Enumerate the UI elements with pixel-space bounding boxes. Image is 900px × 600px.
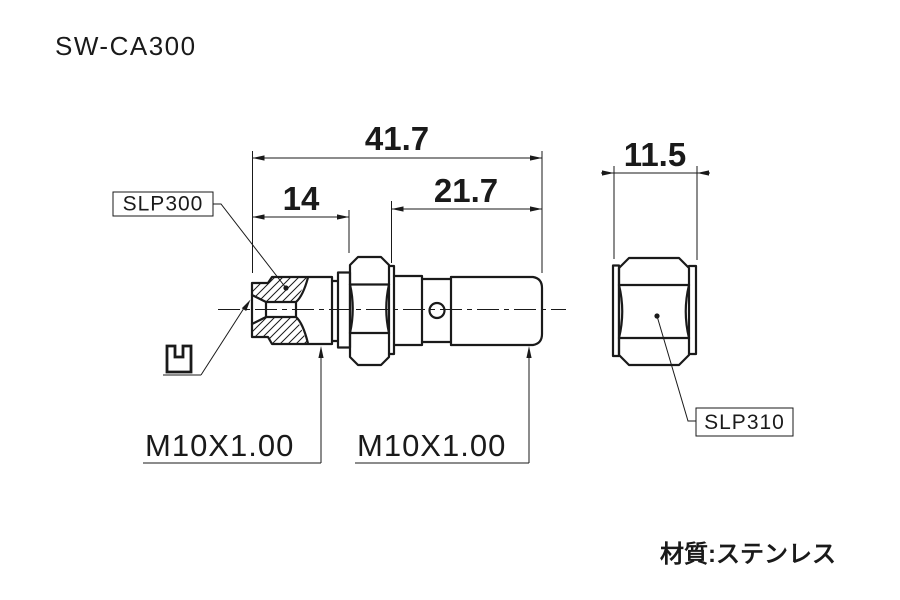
- thread-label: M10X1.00: [357, 428, 506, 463]
- cap-nut-view: [611, 256, 698, 367]
- leader-line: [143, 353, 322, 464]
- fitting-left-view: [250, 255, 544, 367]
- thread-label: M10X1.00: [145, 428, 294, 463]
- dimension-front-section: 14: [252, 180, 350, 253]
- dim-value-thread-section: 21.7: [434, 172, 498, 209]
- dim-value-overall: 41.7: [365, 120, 429, 157]
- dim-arrow-left: [252, 214, 265, 220]
- leader-line: [213, 203, 287, 289]
- section-hatch-bottom: [252, 317, 308, 344]
- dim-arrow-right: [530, 155, 542, 161]
- hex-flat-arcs-left: [348, 283, 391, 335]
- dim-value-cap-nut-width: 11.5: [624, 136, 686, 173]
- leader-dot: [283, 285, 289, 291]
- leader-line: [163, 304, 247, 376]
- leader-arrow: [241, 299, 251, 311]
- callout-box: [695, 407, 794, 437]
- dimension-cap-nut-width: 11.5: [601, 136, 710, 260]
- drawing-title: SW-CA300: [55, 31, 197, 61]
- cap-nut-end-cap: [687, 264, 698, 356]
- nut-sleeve-outline: [250, 275, 334, 346]
- hex-flat-lines-left: [348, 283, 391, 335]
- leader-line: [656, 315, 696, 422]
- hex-body-left: [348, 255, 391, 367]
- thread-callout-left: M10X1.00: [143, 346, 324, 464]
- cap-nut-washer: [611, 264, 621, 358]
- callout-label: SLP310: [704, 411, 785, 434]
- callout-label: SLP300: [123, 193, 204, 216]
- concave-symbol-callout: [163, 299, 251, 376]
- dim-arrow-left: [391, 206, 404, 212]
- dimension-overall-length: 41.7: [252, 120, 543, 273]
- internal-bore-section: [250, 276, 310, 345]
- callout-slp300: SLP300: [112, 191, 289, 291]
- cross-hole: [428, 301, 446, 320]
- shoulder-cylinder: [392, 274, 424, 347]
- groove-rings: [330, 271, 352, 349]
- leader-dot: [654, 313, 660, 319]
- dim-arrow-right: [337, 214, 349, 220]
- dimension-thread-section: 21.7: [391, 172, 542, 263]
- leader-line: [355, 353, 530, 464]
- concave-symbol: [165, 344, 193, 374]
- hex-flat-lines-right: [617, 283, 691, 340]
- dim-arrow-right: [697, 170, 709, 176]
- washer-strip: [387, 264, 396, 356]
- threaded-end-cylinder: [449, 275, 544, 347]
- neck-section: [420, 275, 453, 347]
- dim-arrow-left: [252, 155, 265, 161]
- callout-slp310: SLP310: [654, 313, 794, 437]
- dim-value-front: 14: [283, 180, 320, 217]
- leader-arrow: [318, 346, 324, 358]
- thread-callout-right: M10X1.00: [355, 346, 532, 464]
- hex-body-right: [617, 256, 691, 367]
- dim-arrow-right: [530, 206, 542, 212]
- dim-arrow-left: [602, 170, 614, 176]
- material-note: 材質:ステンレス: [660, 541, 836, 568]
- leader-arrow: [526, 346, 532, 358]
- hex-flat-arcs-right: [617, 283, 691, 340]
